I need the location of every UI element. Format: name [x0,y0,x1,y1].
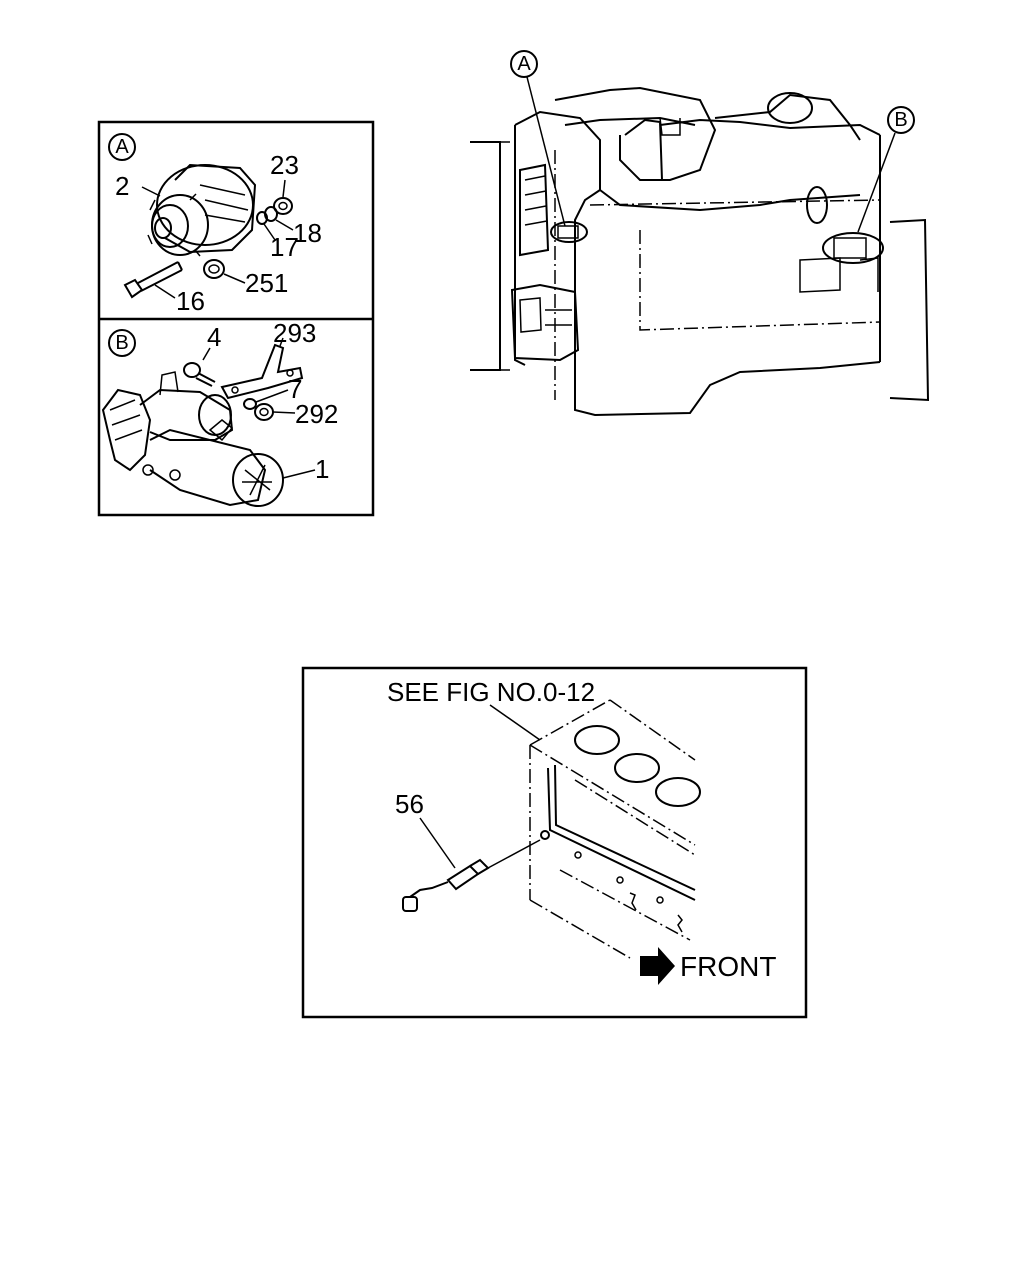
bolt-4 [183,362,216,387]
part-17-label: 17 [270,232,299,262]
part-2-label: 2 [115,171,129,201]
callout-b-label: B [115,332,128,354]
panel-b: B 4 293 7 [101,318,338,507]
washer-7 [243,398,257,410]
part-292-label: 292 [295,399,338,429]
part-293-label: 293 [273,318,316,348]
alternator-drawing [147,163,257,257]
sensor-panel-frame [301,666,808,1019]
bracket-293 [220,343,304,400]
part-251-label: 251 [245,268,288,298]
sensor-panel: SEE FIG NO.0-12 [301,666,808,1019]
part-23-label: 23 [270,150,299,180]
engine-callout-a-circle [510,50,538,78]
callout-a-circle [108,133,136,161]
front-arrow-icon [640,947,675,985]
part-18-label: 18 [293,218,322,248]
panel-a: A 2 23 18 17 [108,133,322,316]
part-4-label: 4 [207,322,221,352]
part-1-label: 1 [315,454,329,484]
nut-23 [273,197,293,215]
engine-callout-a-label: A [517,53,531,75]
part-7-label: 7 [288,374,302,404]
part-16-label: 16 [176,286,205,316]
see-fig-label: SEE FIG NO.0-12 [387,677,595,707]
bolt-16 [123,261,183,299]
panel-a-b-frame [97,120,375,517]
front-label: FRONT [680,951,776,982]
callout-a-label: A [115,136,129,158]
engine-callout-b-circle [887,106,915,134]
pressure-sensor-56 [402,839,541,912]
cylinder-block-drawing [529,699,701,959]
starter-drawing [101,371,284,507]
nut-292 [254,403,274,421]
nut-251 [203,259,225,279]
part-56-label: 56 [395,789,424,819]
callout-b-circle [108,329,136,357]
engine-view: A B [470,50,930,417]
washer-17 [256,211,268,225]
engine-block-drawing [470,86,930,417]
engine-callout-b-label: B [894,109,907,131]
